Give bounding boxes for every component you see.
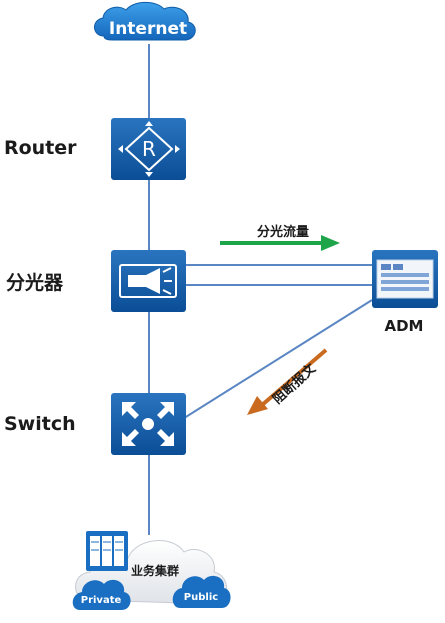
internet-cloud: Internet	[94, 1, 196, 41]
connection-lines	[148, 44, 373, 535]
private-cloud-icon: Private	[72, 579, 131, 610]
splitter-label: 分光器	[6, 272, 64, 294]
svg-text:R: R	[142, 137, 156, 161]
server-rack-icon	[86, 531, 128, 571]
block-message-arrow: 阻断报文	[247, 348, 328, 415]
adm-label: ADM	[385, 317, 424, 335]
adm-device: ADM	[372, 250, 438, 335]
internet-label: Internet	[109, 19, 187, 39]
splitter-icon	[119, 264, 177, 298]
adm-appliance-icon	[376, 259, 434, 299]
router-device: R	[111, 118, 186, 180]
switch-icon	[122, 402, 174, 446]
switch-label: Switch	[4, 413, 76, 435]
block-message-label: 阻断报文	[270, 360, 320, 407]
router-label: Router	[4, 137, 77, 159]
business-cluster: 业务集群 Private Public	[72, 531, 231, 610]
splitter-device	[111, 250, 186, 312]
cluster-label: 业务集群	[131, 563, 179, 578]
private-label: Private	[81, 595, 122, 606]
router-icon: R	[118, 121, 180, 177]
public-label: Public	[184, 592, 218, 603]
split-flow-label: 分光流量	[257, 224, 309, 240]
split-flow-arrow: 分光流量	[220, 224, 340, 251]
adm-switch-link	[180, 299, 373, 421]
switch-device	[111, 393, 186, 455]
public-cloud-icon: Public	[172, 575, 231, 608]
